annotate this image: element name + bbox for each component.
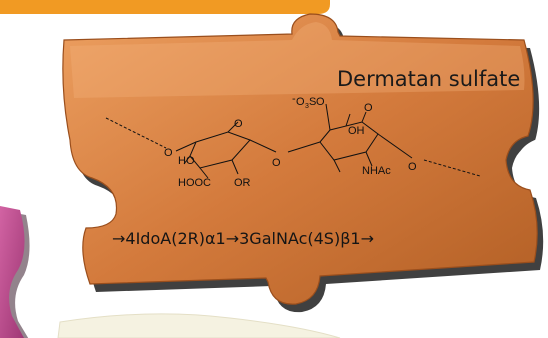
atom-or: OR bbox=[234, 177, 251, 189]
magenta-puzzle-piece bbox=[0, 206, 30, 338]
cream-puzzle-piece bbox=[57, 313, 341, 338]
atom-nhac: NHAc bbox=[362, 165, 391, 177]
atom-o-link-right: O bbox=[408, 161, 417, 173]
title: Dermatan sulfate bbox=[337, 67, 520, 91]
molecular-structure bbox=[105, 103, 481, 179]
atom-ho: HO bbox=[178, 155, 195, 167]
sulfate-s: S bbox=[309, 96, 316, 108]
atom-ring-o-idoa: O bbox=[234, 118, 243, 130]
right-notch-gap bbox=[516, 136, 548, 190]
atom-hooc: HOOC bbox=[178, 177, 211, 189]
atom-o-link-left: O bbox=[164, 147, 173, 159]
sulfate-charge: - bbox=[292, 93, 296, 105]
dashed-chain-left bbox=[105, 117, 167, 149]
atom-oh: OH bbox=[348, 125, 365, 137]
sulfate-o-subscript: 3 bbox=[305, 103, 309, 110]
sequence-notation: →4IdoA(2R)α1→3GalNAc(4S)β1→ bbox=[112, 229, 374, 248]
atom-o-link-mid: O bbox=[272, 157, 281, 169]
sulfate-o: O bbox=[296, 96, 305, 108]
atom-ring-o-galnac: O bbox=[364, 102, 373, 114]
orange-banner bbox=[0, 0, 330, 14]
sulfate-o-end: O bbox=[316, 96, 325, 108]
orange-puzzle-piece bbox=[62, 13, 544, 313]
